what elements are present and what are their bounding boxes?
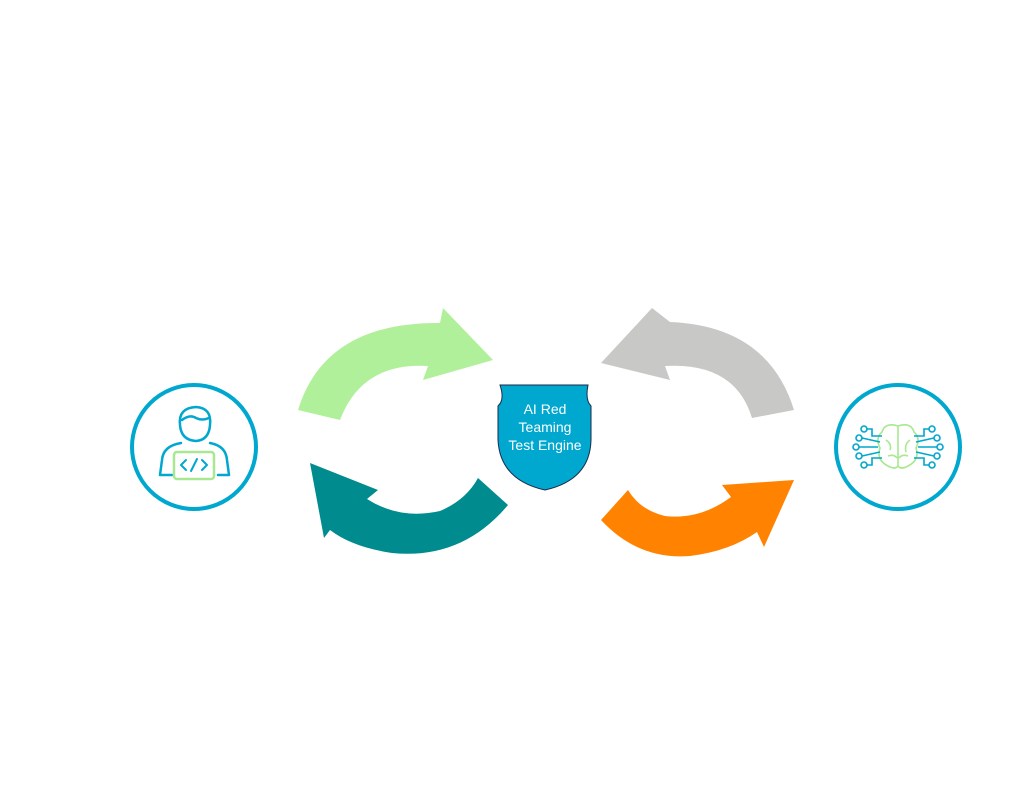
engine-label-line: Teaming: [518, 419, 572, 435]
developer-code-icon: [158, 405, 231, 481]
engine-label-line: Test Engine: [508, 437, 582, 453]
ai-model-node: [834, 383, 962, 511]
teal-arrow: [310, 463, 508, 554]
gray-arrow: [601, 308, 794, 418]
engine-label-line: AI Red: [523, 401, 567, 417]
green-arrow: [298, 308, 493, 420]
developer-node: [130, 383, 258, 511]
orange-arrow: [601, 480, 794, 557]
ai-brain-circuit-icon: [852, 424, 944, 469]
engine-label: AI Red Teaming Test Engine: [498, 400, 592, 454]
engine-shield: [497, 384, 592, 491]
